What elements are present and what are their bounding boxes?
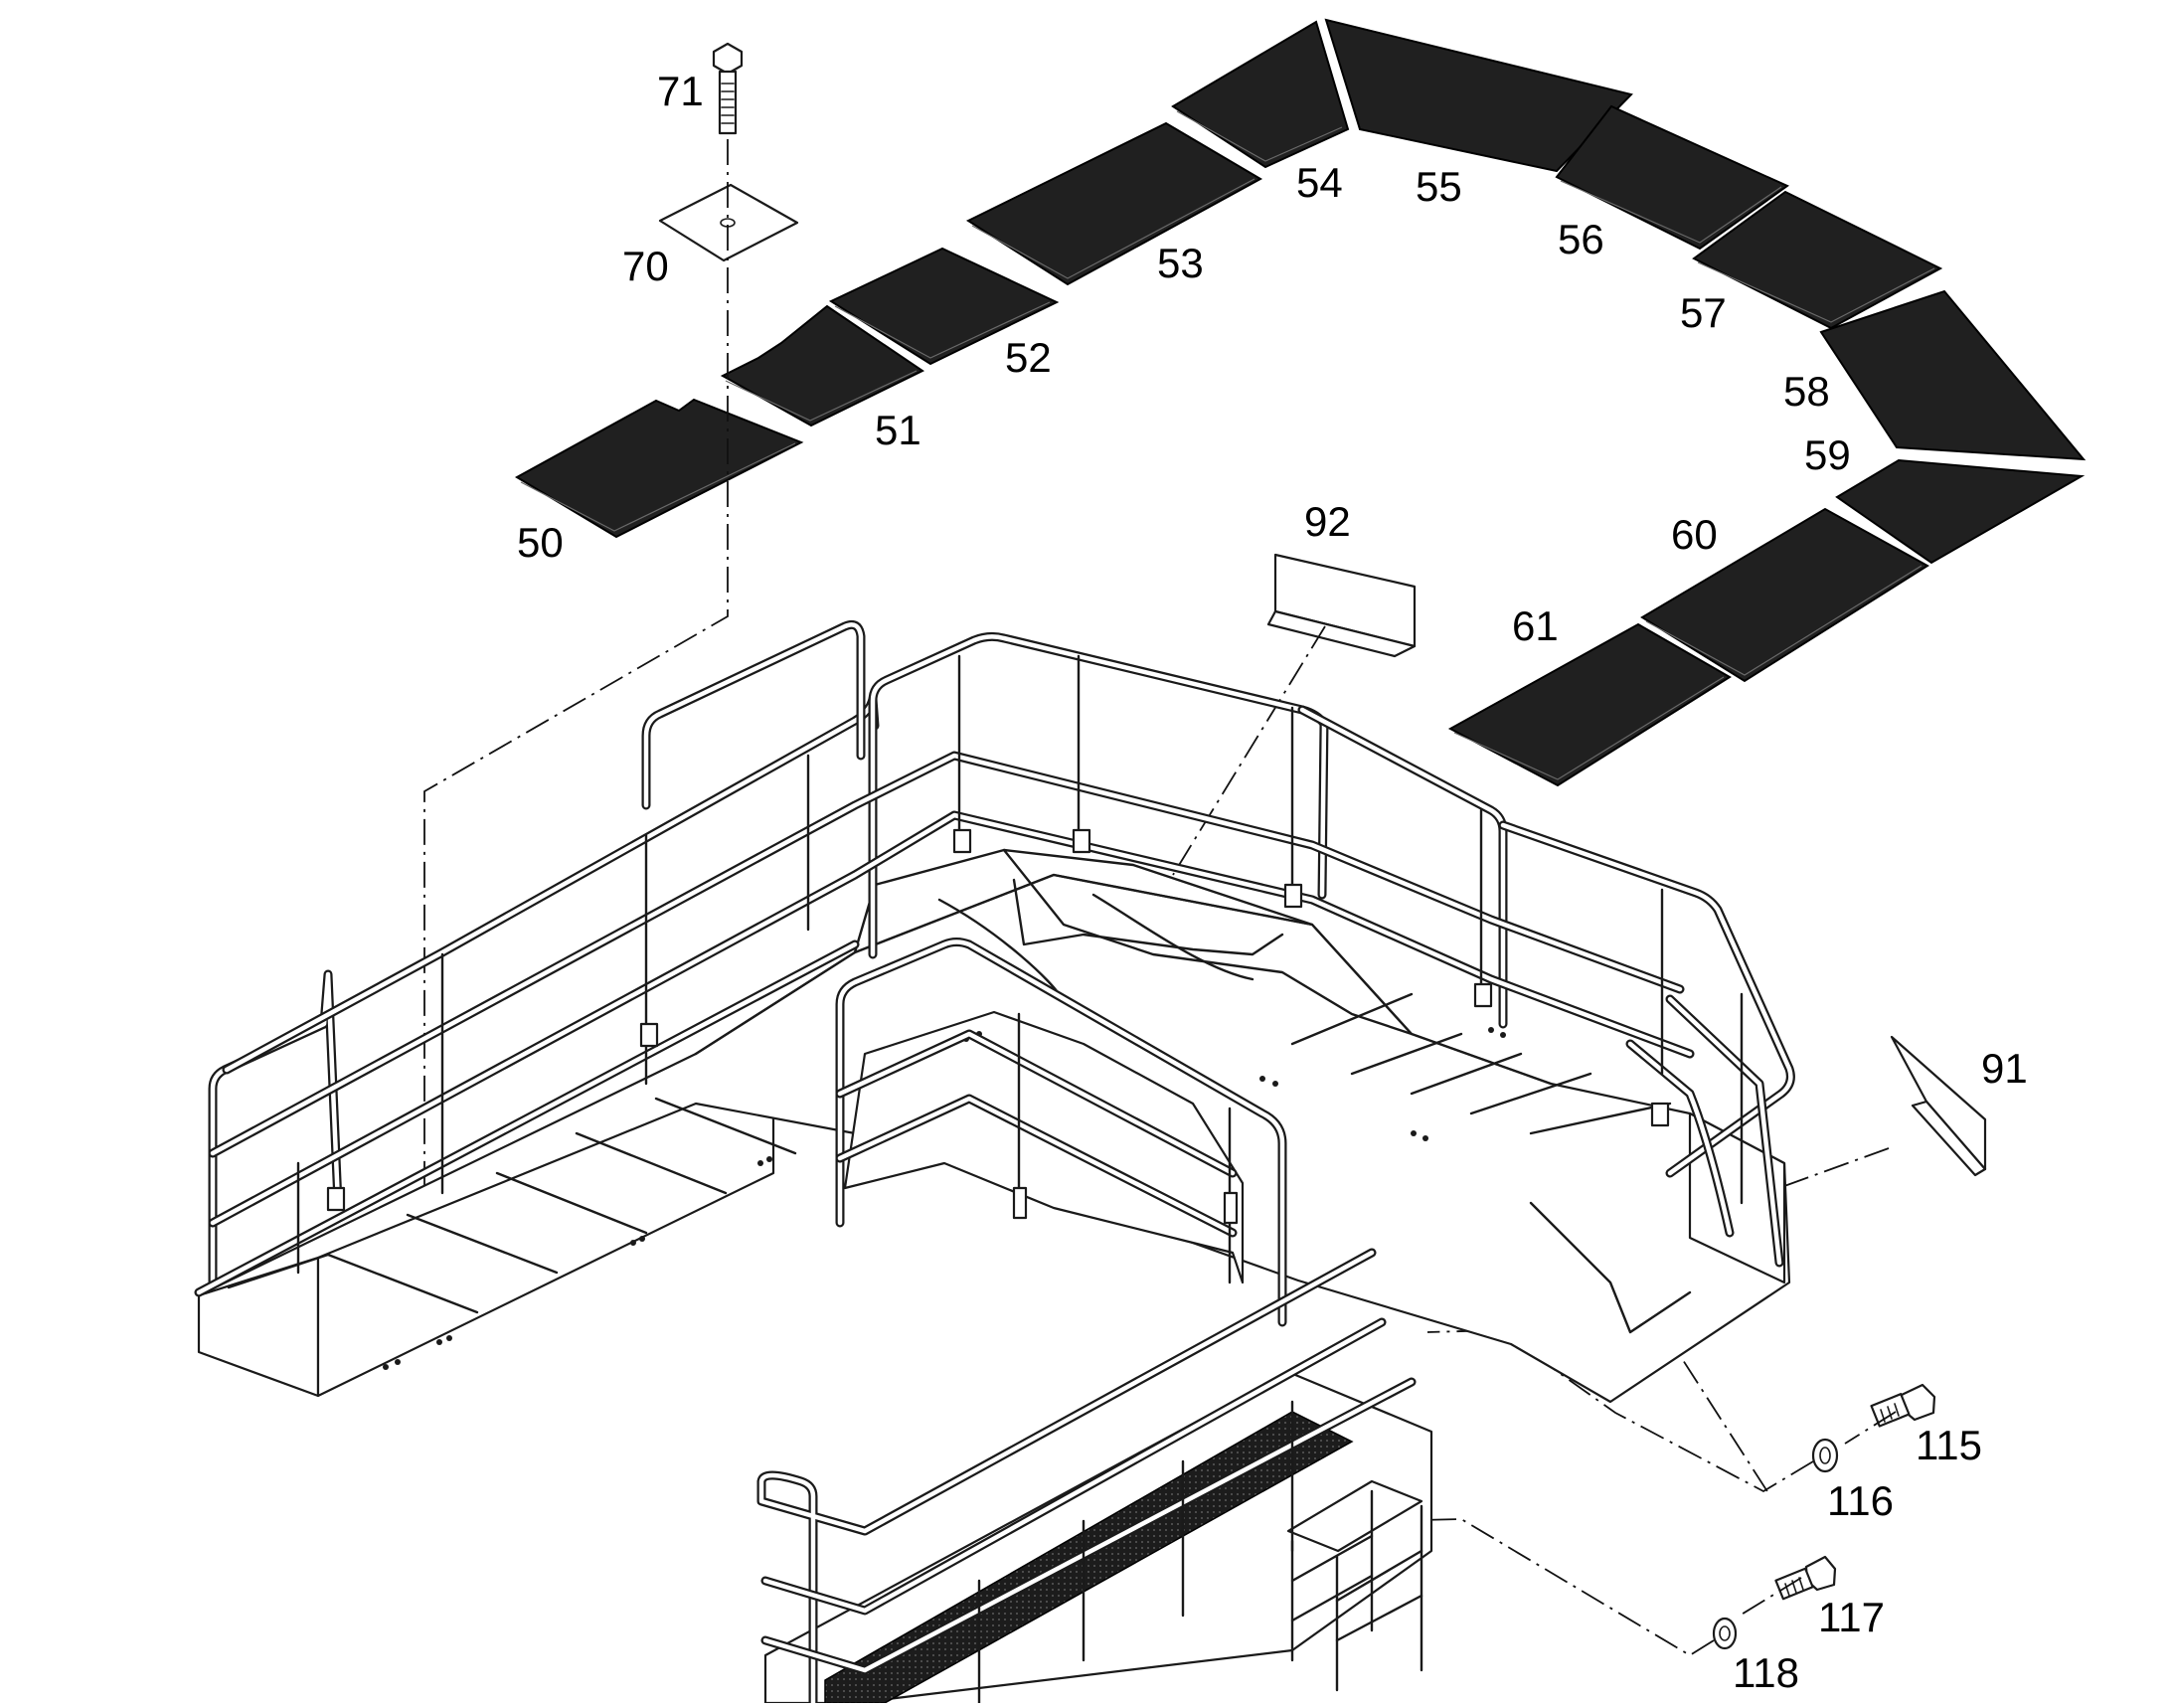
- label-117: 117: [1818, 1594, 1885, 1640]
- label-92: 92: [1304, 498, 1351, 545]
- plate-53: [965, 121, 1263, 286]
- plate-51: [720, 304, 924, 427]
- plate-61: [1447, 622, 1732, 787]
- plate-58: [1819, 289, 2087, 461]
- label-52: 52: [1005, 334, 1052, 381]
- plate-70: [658, 183, 799, 262]
- label-57: 57: [1680, 289, 1727, 336]
- label-118: 118: [1733, 1649, 1799, 1696]
- label-50: 50: [517, 519, 564, 566]
- washer-118: [1712, 1617, 1738, 1650]
- label-61: 61: [1512, 602, 1559, 649]
- washer-116: [1811, 1438, 1839, 1473]
- plate-edges: [520, 110, 1935, 780]
- label-56: 56: [1558, 216, 1604, 262]
- inner-opening: [843, 1010, 1245, 1284]
- grating-plates: [514, 18, 2087, 787]
- bolt-115: [1870, 1383, 1936, 1428]
- plate-54: [1171, 20, 1350, 169]
- label-116: 116: [1827, 1477, 1894, 1524]
- handrails: [194, 619, 1795, 1708]
- label-91: 91: [1981, 1045, 2028, 1092]
- label-55: 55: [1416, 163, 1462, 210]
- plate-60: [1640, 507, 1929, 683]
- bolt-71: [712, 42, 744, 135]
- angle-strip-92: [1266, 553, 1417, 658]
- angle-strip-91: [1890, 1035, 1987, 1177]
- label-115: 115: [1916, 1422, 1982, 1468]
- plate-50: [514, 398, 804, 539]
- plate-55: [1324, 18, 1633, 173]
- plate-57: [1692, 190, 1943, 330]
- label-53: 53: [1157, 240, 1204, 286]
- rail-brackets: [326, 828, 1670, 1225]
- label-58: 58: [1783, 368, 1830, 415]
- label-71: 71: [657, 68, 704, 114]
- label-51: 51: [875, 407, 921, 453]
- label-70: 70: [622, 243, 669, 289]
- plate-59: [1835, 458, 2086, 565]
- label-60: 60: [1671, 511, 1718, 558]
- label-59: 59: [1804, 431, 1851, 478]
- label-54: 54: [1296, 159, 1343, 206]
- bolt-117: [1774, 1555, 1837, 1601]
- plate-56: [1555, 104, 1789, 251]
- platform-frame: [197, 848, 1791, 1705]
- ladder: [1286, 1479, 1423, 1692]
- part-labels: 71 70 50 51 52 53 54 55 56 57 58 59 60 6…: [517, 68, 2028, 1696]
